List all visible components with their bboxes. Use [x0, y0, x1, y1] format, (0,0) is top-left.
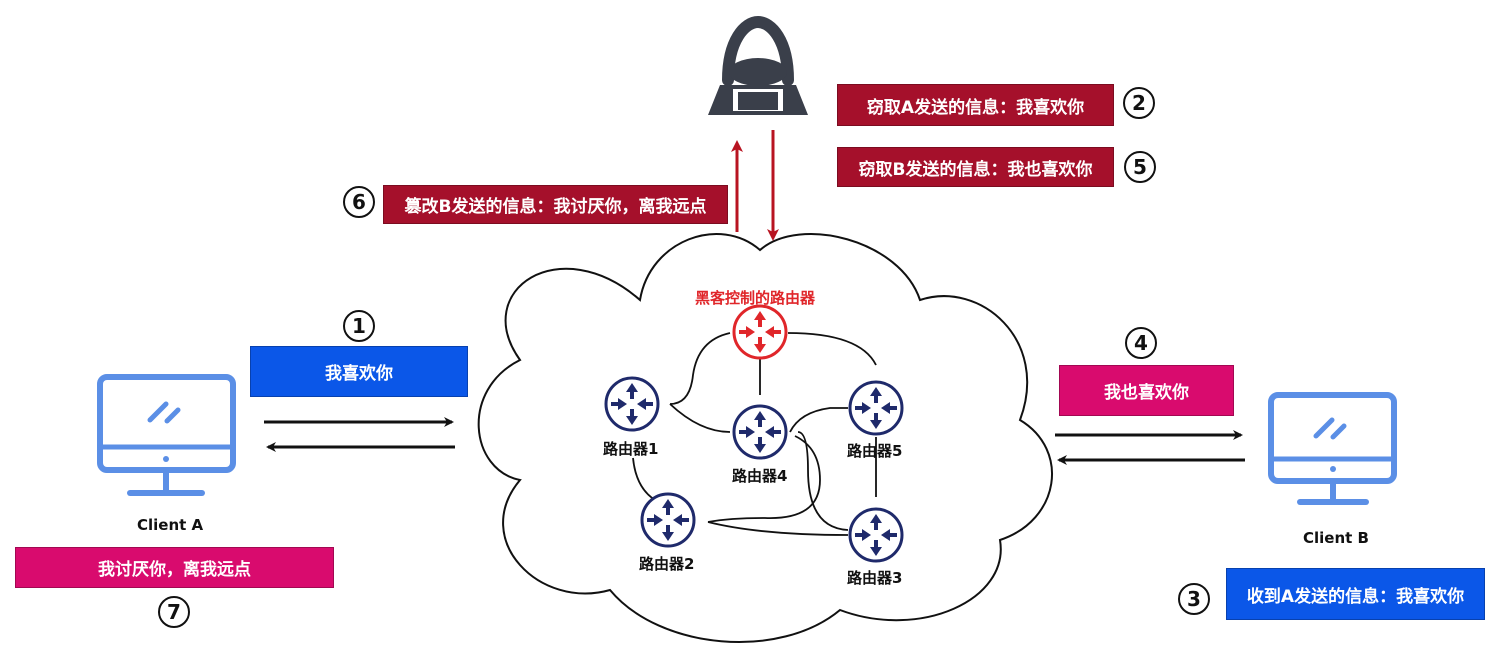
hacker-steal-b-box: 窃取B发送的信息：我也喜欢你 — [837, 147, 1114, 187]
router-1-icon — [604, 376, 660, 432]
step-5-badge: 5 — [1124, 151, 1156, 183]
hacker-steal-a-box: 窃取A发送的信息：我喜欢你 — [837, 84, 1114, 126]
router-3-icon — [848, 507, 904, 563]
router-5-icon — [848, 380, 904, 436]
hacker-tamper-b-box: 篡改B发送的信息：我讨厌你，离我远点 — [383, 185, 728, 224]
client-b-label: Client B — [1303, 529, 1369, 547]
router-2-label: 路由器2 — [639, 555, 695, 573]
client-a-monitor-icon — [97, 374, 236, 496]
router-4-icon — [732, 404, 788, 460]
step-1-badge: 1 — [343, 310, 375, 342]
step-6-badge: 6 — [343, 186, 375, 218]
hacker-router-label: 黑客控制的路由器 — [695, 289, 816, 307]
client-a-received-box: 我讨厌你，离我远点 — [15, 547, 334, 588]
router-5-label: 路由器5 — [847, 442, 903, 460]
step-3-badge: 3 — [1178, 583, 1210, 615]
router-2-icon — [640, 492, 696, 548]
router-links — [632, 332, 877, 536]
client-b-send-box: 我也喜欢你 — [1059, 365, 1234, 416]
client-b-monitor-icon — [1268, 392, 1397, 505]
client-a-label: Client A — [137, 516, 204, 534]
step-7-badge: 7 — [158, 596, 190, 628]
router-3-label: 路由器3 — [847, 569, 903, 587]
router-4-label: 路由器4 — [732, 467, 788, 485]
router-1-label: 路由器1 — [603, 440, 659, 458]
hacker-router-icon — [732, 304, 788, 360]
step-2-badge: 2 — [1123, 87, 1155, 119]
step-4-badge: 4 — [1125, 327, 1157, 359]
client-b-received-box: 收到A发送的信息：我喜欢你 — [1226, 568, 1485, 620]
hacker-icon — [708, 15, 808, 115]
client-a-send-box: 我喜欢你 — [250, 346, 468, 397]
